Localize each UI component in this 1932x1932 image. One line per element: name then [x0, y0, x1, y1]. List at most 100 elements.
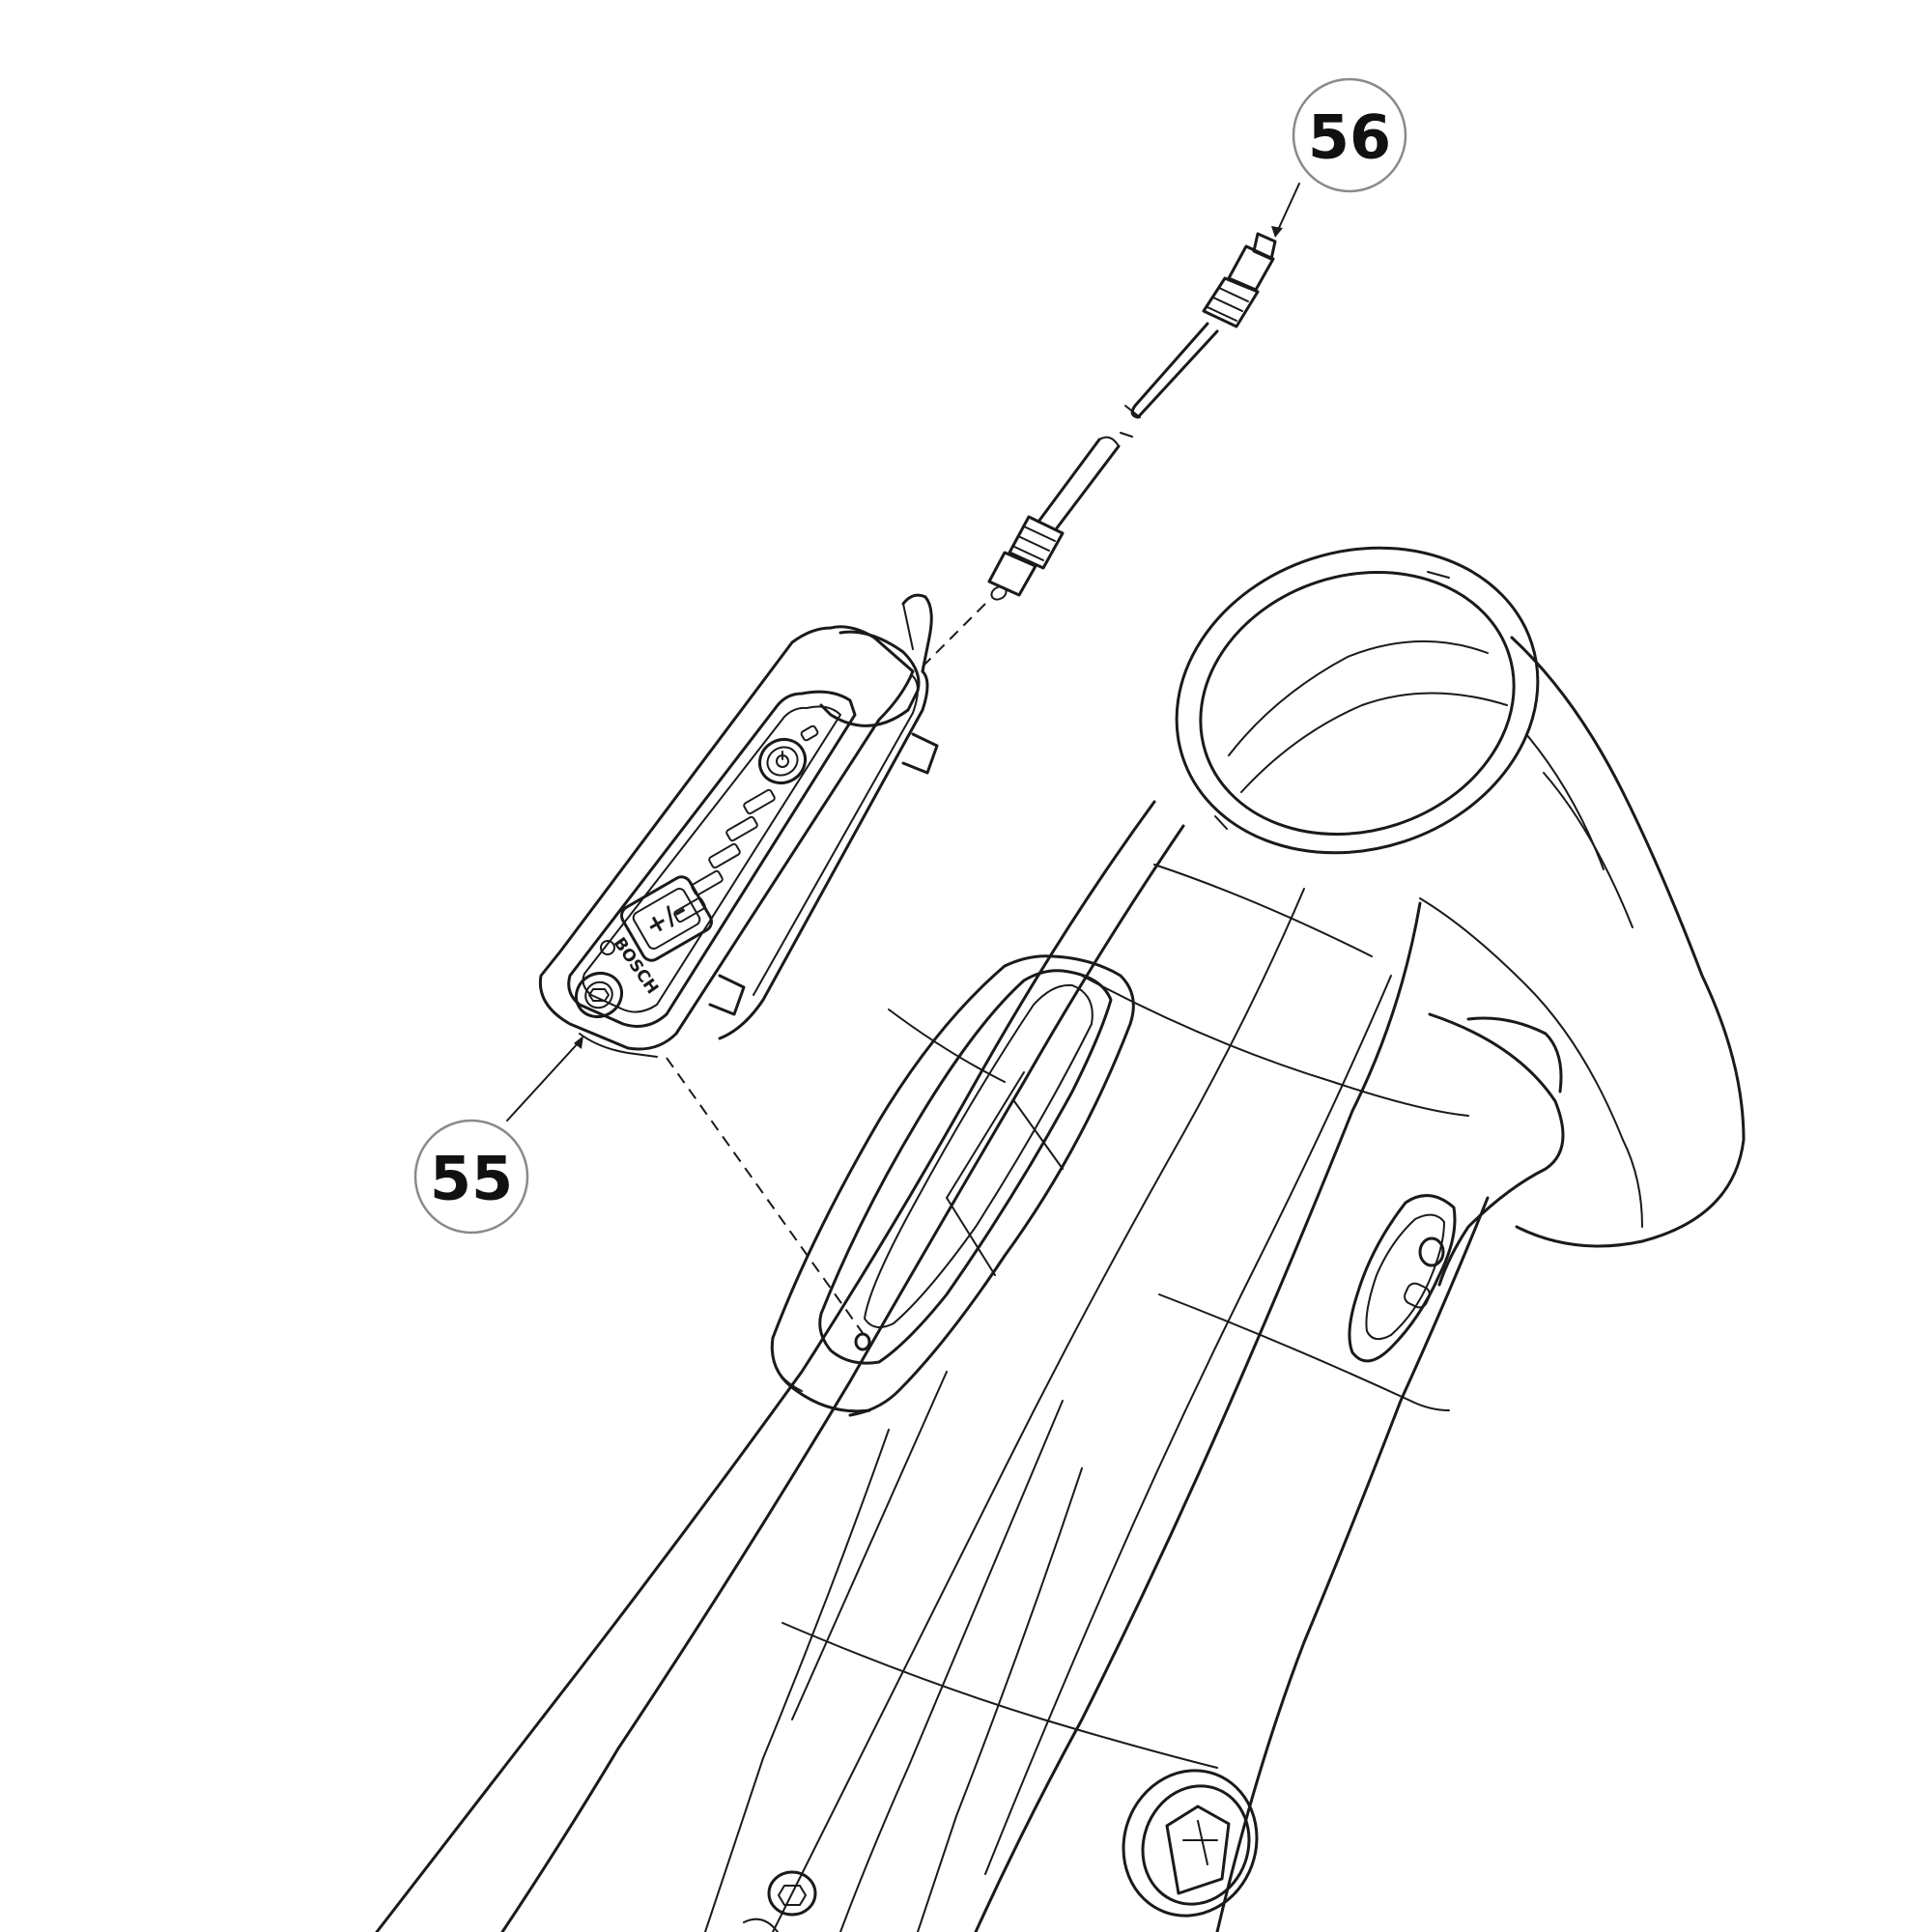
- cable-lower-rib-1: [1023, 526, 1056, 542]
- head-tube-shade-1: [1525, 733, 1605, 870]
- controller-side-tab-lower: [708, 974, 746, 1016]
- controller-side: [718, 669, 929, 1040]
- callout-55-circle: [413, 1119, 529, 1235]
- controller-unit[interactable]: +/– BOSCH: [538, 593, 939, 1058]
- down-tube-far-edge: [1215, 1196, 1490, 1932]
- callout-55-label: 55: [430, 1144, 513, 1214]
- leader-arrow-56: [1271, 226, 1283, 238]
- frame-logo-shield-icon: [1165, 1804, 1231, 1895]
- controller-face-plate: [567, 690, 857, 1028]
- controller-mount-floor: [864, 983, 1094, 1328]
- callout-56-label: 56: [1308, 102, 1391, 173]
- frame-logo-cap-inner: [1141, 1784, 1251, 1906]
- leader-line-55: [506, 1040, 581, 1122]
- head-tube-outer-rim: [1175, 546, 1540, 855]
- frame-bolt-hex: [778, 1885, 807, 1906]
- down-tube-right-edge: [974, 901, 1422, 1932]
- frame-logo-cap-outer: [1122, 1769, 1259, 1918]
- cable-lower-cut: [1098, 436, 1120, 447]
- cable-port-inner: [1365, 1213, 1445, 1341]
- head-tube-right-contour: [1510, 636, 1746, 1248]
- power-button-ring[interactable]: [752, 731, 813, 791]
- cable-port-hole-lower: [1404, 1282, 1431, 1309]
- controller-mount-ridge-3: [946, 1071, 1025, 1199]
- controller-mount-screw-hole: [854, 1332, 871, 1351]
- controller-mount-rim: [818, 969, 1113, 1365]
- head-tube-notch: [1427, 571, 1450, 579]
- controller-screw-head: [584, 980, 613, 1009]
- cable-lower-segment: [1037, 438, 1121, 531]
- section-line-3: [1158, 1293, 1450, 1411]
- top-tube-junction: [1428, 1012, 1565, 1287]
- power-button[interactable]: [752, 724, 819, 791]
- controller-mount-ridge-1: [1013, 1100, 1064, 1170]
- cable-lower-sleeve: [987, 551, 1037, 597]
- lower-tube-line-2: [917, 1467, 1083, 1932]
- cable-upper-rib-2: [1212, 297, 1243, 312]
- connector-cable[interactable]: [987, 232, 1277, 602]
- frame-logo-glyph-icon: [1182, 1820, 1218, 1865]
- cable-upper-cut: [1124, 405, 1141, 418]
- controller-fin-edge: [902, 603, 914, 650]
- controller-mount-edge: [772, 1351, 803, 1392]
- head-tube-notch-2: [1214, 815, 1228, 830]
- power-button-inner[interactable]: [762, 742, 803, 781]
- down-tube-left-edge: [375, 800, 1156, 1932]
- cable-port-hole-upper: [1418, 1236, 1445, 1267]
- battery-level-bars: [673, 788, 776, 923]
- controller-side-tab-upper: [901, 732, 939, 775]
- callout-56: 56: [1292, 77, 1407, 193]
- down-tube-left-inner: [500, 824, 1185, 1932]
- section-line-5: [888, 1009, 1006, 1083]
- plus-minus-button-frame[interactable]: [618, 873, 715, 964]
- leader-line-56: [1277, 183, 1300, 231]
- lower-tube-line-4: [791, 1371, 948, 1720]
- cable-lower-rib-2: [1017, 535, 1050, 552]
- bike-frame: [375, 546, 1746, 1932]
- head-tube-inner-ring-2: [1240, 692, 1508, 793]
- cable-lower-tip: [990, 585, 1008, 601]
- battery-bar-3: [708, 842, 741, 869]
- assembly-guide-controller: [666, 1057, 864, 1334]
- cable-lower-plug: [1008, 515, 1065, 570]
- power-led-indicator: [800, 724, 819, 742]
- callout-56-circle: [1292, 77, 1407, 193]
- cable-upper-rib-1: [1218, 287, 1249, 302]
- controller-housing-bottom: [579, 1033, 658, 1058]
- controller-screw-hex-icon: [588, 988, 610, 1002]
- section-line-2: [1081, 975, 1469, 1117]
- controller-mount-ridge-2: [946, 1197, 996, 1276]
- head-tube-lower-lip: [1466, 1016, 1563, 1094]
- cable-upper-segment: [1130, 322, 1219, 419]
- controller-screw: [574, 971, 624, 1019]
- down-tube-crease-2: [984, 975, 1392, 1875]
- battery-bar-2: [725, 815, 758, 842]
- cable-upper-plug: [1202, 276, 1260, 328]
- section-line-4: [781, 1622, 1218, 1769]
- head-tube-inner-rim: [1199, 571, 1516, 836]
- assembly-guide-cable: [922, 603, 986, 668]
- head-tube-shade-2: [1543, 772, 1634, 928]
- controller-mount-outer: [770, 954, 1135, 1417]
- battery-bar-1: [743, 788, 776, 815]
- lower-tube-line-1: [839, 1400, 1064, 1932]
- controller-fin: [901, 593, 933, 673]
- info-icon: [600, 940, 615, 955]
- leader-arrow-55: [574, 1036, 583, 1049]
- frame-bolt-hole: [767, 1870, 817, 1917]
- plus-minus-button-face[interactable]: [632, 887, 702, 951]
- cable-break-mark: [1120, 432, 1133, 438]
- cable-upper-rib-3: [1207, 306, 1237, 322]
- down-tube-center-crease: [772, 888, 1305, 1932]
- section-line-1: [1153, 864, 1373, 957]
- head-tube-shade-3: [1419, 897, 1643, 1228]
- frame-bolt-hole-2: [743, 1918, 779, 1932]
- lower-tube-line-3: [704, 1429, 890, 1932]
- callout-55: 55: [413, 1119, 529, 1235]
- controller-housing: [538, 625, 915, 1051]
- cable-lower-rib-3: [1011, 545, 1044, 561]
- plus-minus-label: +/–: [640, 895, 692, 942]
- head-tube-inner-ring: [1228, 639, 1489, 756]
